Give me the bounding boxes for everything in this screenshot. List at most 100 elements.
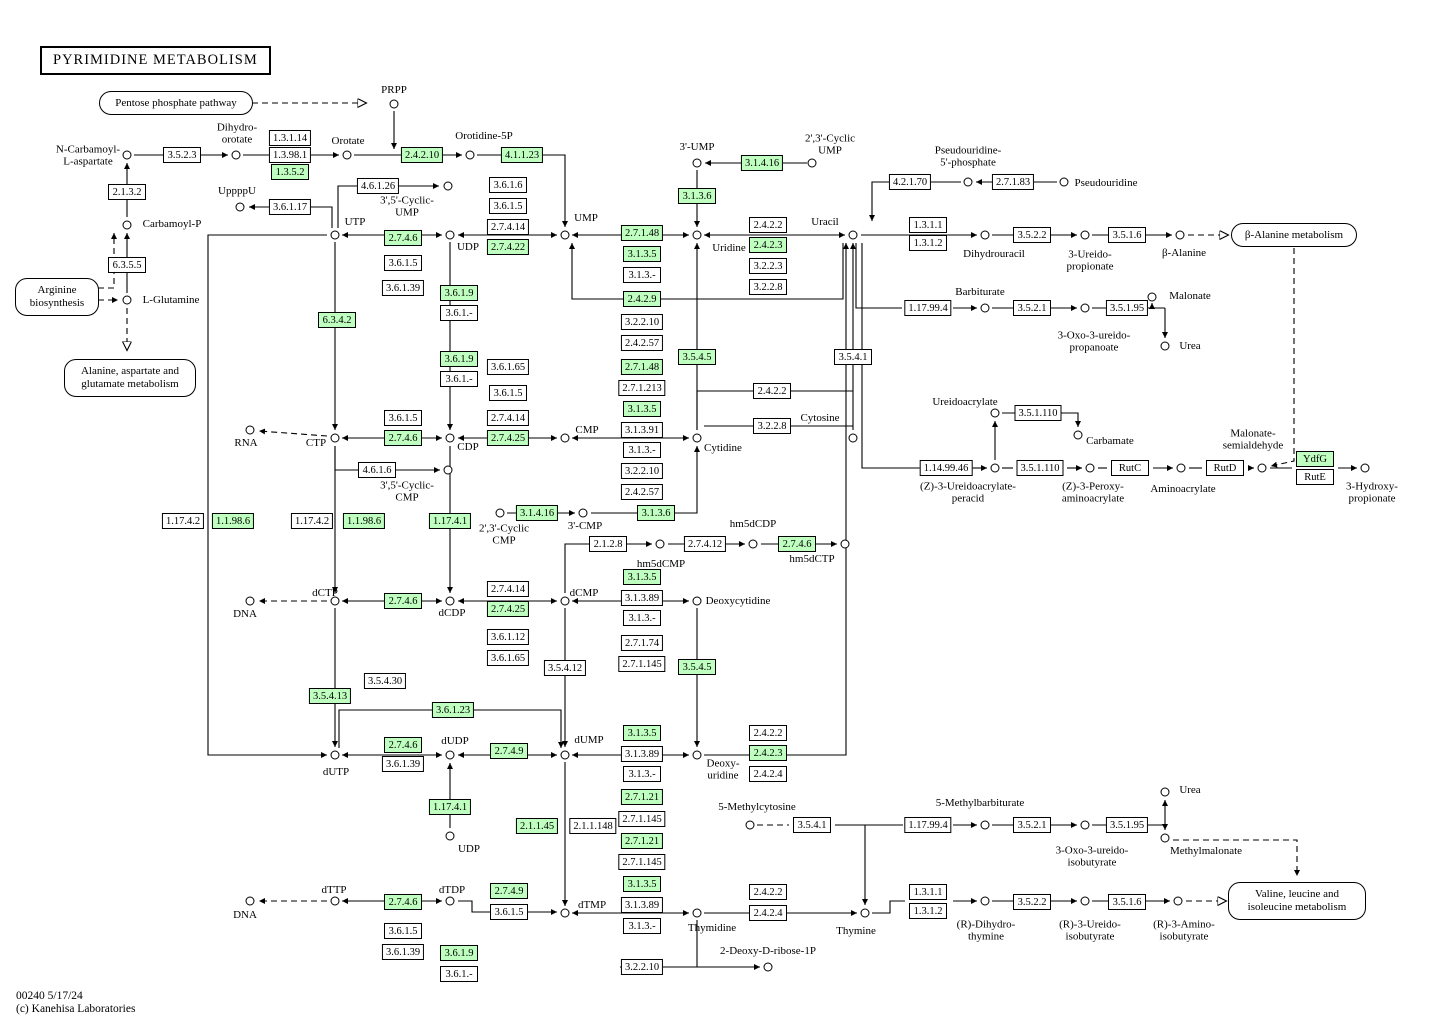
enzyme-box-3-5-4-30[interactable]: 3.5.4.30 xyxy=(363,672,407,690)
enzyme-box-3-6-1[interactable]: 3.6.1.- xyxy=(440,304,478,322)
compound-node-2-3-cyclic-ump[interactable] xyxy=(807,158,817,168)
enzyme-box-2-7-4-6[interactable]: 2.7.4.6 xyxy=(384,592,422,610)
enzyme-box-1-3-1-1[interactable]: 1.3.1.1 xyxy=(909,883,947,901)
compound-node-cytosine[interactable] xyxy=(848,433,858,443)
enzyme-box-1-17-4-2[interactable]: 1.17.4.2 xyxy=(161,512,205,530)
enzyme-box-3-1-3-89[interactable]: 3.1.3.89 xyxy=(620,745,664,763)
enzyme-box-3-5-4-13[interactable]: 3.5.4.13 xyxy=(308,687,352,705)
enzyme-box-2-1-3-2[interactable]: 2.1.3.2 xyxy=(108,183,146,201)
enzyme-box-3-5-4-5[interactable]: 3.5.4.5 xyxy=(678,658,716,676)
compound-node-r-dihydrothymine[interactable] xyxy=(980,896,990,906)
enzyme-box-3-6-1-5[interactable]: 3.6.1.5 xyxy=(489,384,527,402)
enzyme-box-6-3-5-5[interactable]: 6.3.5.5 xyxy=(108,256,146,274)
enzyme-box-2-4-2-4[interactable]: 2.4.2.4 xyxy=(749,904,787,922)
enzyme-box-2-7-4-14[interactable]: 2.7.4.14 xyxy=(486,409,530,427)
enzyme-box-3-6-1-39[interactable]: 3.6.1.39 xyxy=(381,943,425,961)
enzyme-box-3-1-4-16[interactable]: 3.1.4.16 xyxy=(515,504,559,522)
enzyme-box-6-3-4-2[interactable]: 6.3.4.2 xyxy=(318,311,356,329)
enzyme-box-2-7-1-83[interactable]: 2.7.1.83 xyxy=(991,173,1035,191)
compound-node-aminoacrylate[interactable] xyxy=(1176,463,1186,473)
compound-node-uracil[interactable] xyxy=(848,230,858,240)
enzyme-box-3-6-1-5[interactable]: 3.6.1.5 xyxy=(490,903,528,921)
enzyme-box-3-5-4-12[interactable]: 3.5.4.12 xyxy=(543,659,587,677)
compound-node-3-cmp[interactable] xyxy=(578,508,588,518)
enzyme-box-2-7-4-14[interactable]: 2.7.4.14 xyxy=(486,580,530,598)
enzyme-box-3-6-1-17[interactable]: 3.6.1.17 xyxy=(268,198,312,216)
compound-node-orotate[interactable] xyxy=(342,150,352,160)
enzyme-box-2-4-2-3[interactable]: 2.4.2.3 xyxy=(749,744,787,762)
compound-node-beta-alanine[interactable] xyxy=(1175,230,1185,240)
pathway-link-valine-leucine-and-isoleucine-metabolism[interactable]: Valine, leucine and isoleucine metabolis… xyxy=(1228,882,1366,920)
enzyme-box-3-1-3[interactable]: 3.1.3.- xyxy=(623,917,661,935)
enzyme-box-4-6-1-26[interactable]: 4.6.1.26 xyxy=(356,177,400,195)
compound-node-3-ureidopropionate[interactable] xyxy=(1080,230,1090,240)
compound-node-5-methylbarbiturate[interactable] xyxy=(980,820,990,830)
enzyme-box-2-7-1-145[interactable]: 2.7.1.145 xyxy=(618,655,666,673)
enzyme-box-3-6-1-65[interactable]: 3.6.1.65 xyxy=(486,649,530,667)
enzyme-box-3-5-1-6[interactable]: 3.5.1.6 xyxy=(1108,893,1146,911)
enzyme-box-3-6-1-39[interactable]: 3.6.1.39 xyxy=(381,279,425,297)
compound-node-3-oxo-3-ureidoisobutyrate[interactable] xyxy=(1080,820,1090,830)
enzyme-box-2-4-2-4[interactable]: 2.4.2.4 xyxy=(749,765,787,783)
enzyme-box-2-4-2-57[interactable]: 2.4.2.57 xyxy=(620,483,664,501)
enzyme-box-2-4-2-2[interactable]: 2.4.2.2 xyxy=(749,724,787,742)
compound-node-2-3-cyclic-cmp[interactable] xyxy=(495,508,505,518)
enzyme-box-2-7-1-213[interactable]: 2.7.1.213 xyxy=(618,379,666,397)
compound-node-carbamate[interactable] xyxy=(1073,430,1083,440)
compound-node-z-3-peroxy-aminoacrylate[interactable] xyxy=(1085,463,1095,473)
enzyme-box-3-1-3-5[interactable]: 3.1.3.5 xyxy=(623,568,661,586)
enzyme-box-1-3-1-2[interactable]: 1.3.1.2 xyxy=(909,234,947,252)
enzyme-box-2-7-1-21[interactable]: 2.7.1.21 xyxy=(620,832,664,850)
enzyme-box-3-1-3-6[interactable]: 3.1.3.6 xyxy=(637,504,675,522)
enzyme-box-rutd[interactable]: RutD xyxy=(1206,459,1244,477)
enzyme-box-3-5-4-1[interactable]: 3.5.4.1 xyxy=(793,816,831,834)
enzyme-box-2-7-4-6[interactable]: 2.7.4.6 xyxy=(384,229,422,247)
enzyme-box-2-4-2-10[interactable]: 2.4.2.10 xyxy=(400,146,444,164)
compound-node-z-3-ureidoacrylate-peracid[interactable] xyxy=(990,463,1000,473)
enzyme-box-3-5-1-95[interactable]: 3.5.1.95 xyxy=(1105,816,1149,834)
compound-node-l-glutamine[interactable] xyxy=(122,295,132,305)
compound-node-ctp[interactable] xyxy=(330,433,340,443)
compound-node-dutp[interactable] xyxy=(330,750,340,760)
enzyme-box-3-1-3-91[interactable]: 3.1.3.91 xyxy=(620,421,664,439)
enzyme-box-rute[interactable]: RutE xyxy=(1296,468,1334,486)
enzyme-box-3-1-4-16[interactable]: 3.1.4.16 xyxy=(740,154,784,172)
enzyme-box-2-7-4-6[interactable]: 2.7.4.6 xyxy=(384,429,422,447)
enzyme-box-3-5-4-5[interactable]: 3.5.4.5 xyxy=(678,348,716,366)
enzyme-box-2-4-2-2[interactable]: 2.4.2.2 xyxy=(753,382,791,400)
compound-node-malonate[interactable] xyxy=(1147,292,1157,302)
compound-node-thymidine[interactable] xyxy=(692,908,702,918)
compound-node-udp[interactable] xyxy=(445,230,455,240)
compound-node-pseudouridine-5-phosphate[interactable] xyxy=(963,177,973,187)
compound-node-thymine[interactable] xyxy=(860,908,870,918)
enzyme-box-ydfg[interactable]: YdfG xyxy=(1296,450,1334,468)
compound-node-dudp[interactable] xyxy=(445,750,455,760)
enzyme-box-3-6-1-5[interactable]: 3.6.1.5 xyxy=(384,254,422,272)
enzyme-box-3-5-4-1[interactable]: 3.5.4.1 xyxy=(834,348,872,366)
enzyme-box-2-4-2-2[interactable]: 2.4.2.2 xyxy=(749,883,787,901)
enzyme-box-2-7-4-6[interactable]: 2.7.4.6 xyxy=(384,893,422,911)
enzyme-box-3-5-2-1[interactable]: 3.5.2.1 xyxy=(1013,299,1051,317)
compound-node-deoxyuridine[interactable] xyxy=(692,750,702,760)
enzyme-box-3-6-1-12[interactable]: 3.6.1.12 xyxy=(486,628,530,646)
enzyme-box-3-1-3[interactable]: 3.1.3.- xyxy=(623,441,661,459)
enzyme-box-3-2-2-8[interactable]: 3.2.2.8 xyxy=(749,278,787,296)
enzyme-box-1-1-98-6[interactable]: 1.1.98.6 xyxy=(342,512,386,530)
compound-node-3-5-cyclic-ump[interactable] xyxy=(443,181,453,191)
enzyme-box-4-1-1-23[interactable]: 4.1.1.23 xyxy=(500,146,544,164)
pathway-link-arginine-biosynthesis[interactable]: Arginine biosynthesis xyxy=(15,278,99,316)
compound-node-cmp[interactable] xyxy=(560,433,570,443)
compound-node-carbamoyl-p[interactable] xyxy=(122,220,132,230)
compound-node-2-deoxy-d-ribose-1p[interactable] xyxy=(763,962,773,972)
enzyme-box-3-2-2-10[interactable]: 3.2.2.10 xyxy=(620,313,664,331)
enzyme-box-2-1-1-45[interactable]: 2.1.1.45 xyxy=(515,817,559,835)
compound-node-urea-bottom[interactable] xyxy=(1160,787,1170,797)
enzyme-box-2-4-2-2[interactable]: 2.4.2.2 xyxy=(749,216,787,234)
enzyme-box-2-7-4-14[interactable]: 2.7.4.14 xyxy=(486,218,530,236)
enzyme-box-2-7-4-25[interactable]: 2.7.4.25 xyxy=(486,600,530,618)
compound-node-udp-bottom[interactable] xyxy=(445,831,455,841)
enzyme-box-3-6-1-23[interactable]: 3.6.1.23 xyxy=(431,701,475,719)
enzyme-box-3-5-2-2[interactable]: 3.5.2.2 xyxy=(1013,226,1051,244)
enzyme-box-2-4-2-57[interactable]: 2.4.2.57 xyxy=(620,334,664,352)
enzyme-box-3-2-2-3[interactable]: 3.2.2.3 xyxy=(749,257,787,275)
